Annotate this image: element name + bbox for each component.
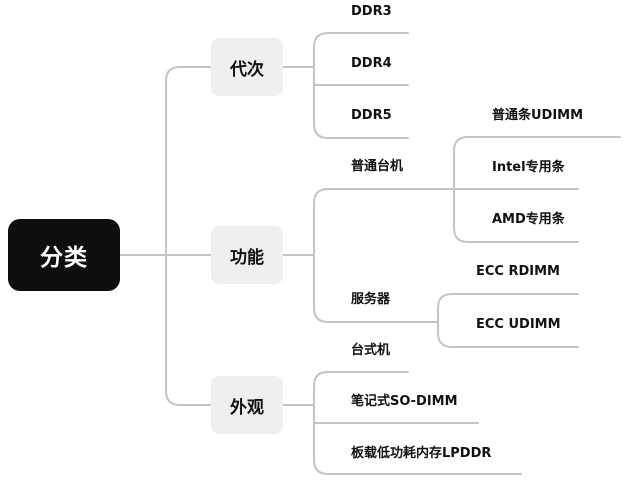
leaf-node-ddr3[interactable]: DDR3: [351, 4, 392, 19]
leaf-node-ddr5[interactable]: DDR5: [351, 108, 392, 123]
leaf-node-lpddr[interactable]: 板载低功耗内存LPDDR: [351, 446, 492, 461]
connector-gongneng-trunk: [313, 188, 329, 323]
branch-node-daici[interactable]: 代次: [211, 38, 283, 96]
leaf-node-ecc-rdimm[interactable]: ECC RDIMM: [476, 264, 560, 279]
branch-node-waiguan[interactable]: 外观: [211, 376, 283, 434]
connector-fuwuqi-trunk: [437, 293, 453, 348]
leaf-node-intel[interactable]: Intel专用条: [492, 160, 565, 175]
node-putong-taiji[interactable]: 普通台机: [351, 159, 404, 174]
branch-node-gongneng[interactable]: 功能: [211, 226, 283, 284]
leaf-node-amd[interactable]: AMD专用条: [492, 212, 565, 227]
leaf-node-putong-udimm[interactable]: 普通条UDIMM: [492, 108, 584, 123]
leaf-node-ddr4[interactable]: DDR4: [351, 56, 392, 71]
leaf-node-ecc-udimm[interactable]: ECC UDIMM: [476, 317, 561, 332]
node-fuwuqi[interactable]: 服务器: [351, 292, 391, 307]
leaf-node-bijiben[interactable]: 笔记式SO-DIMM: [351, 394, 458, 409]
connector-trunk-main: [165, 66, 181, 406]
root-node[interactable]: 分类: [8, 219, 120, 291]
leaf-node-taishiji[interactable]: 台式机: [351, 343, 391, 358]
